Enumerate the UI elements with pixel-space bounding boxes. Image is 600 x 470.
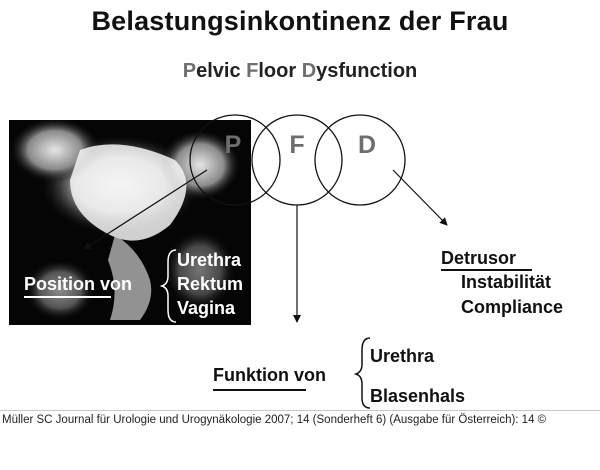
circle-d-label: D	[358, 131, 376, 159]
funktion-item-blasenhals: Blasenhals	[370, 386, 465, 406]
subtitle-word-p: elvic	[196, 60, 247, 82]
slide: Belastungsinkontinenz der Frau Pelvic Fl…	[0, 6, 600, 409]
position-item-vagina: Vagina	[177, 298, 236, 318]
subtitle-initial-d: D	[301, 60, 317, 82]
arrow-to-detrusor	[392, 169, 448, 226]
circle-d	[314, 114, 406, 206]
subtitle-initial-f: F	[246, 60, 259, 82]
citation: Müller SC Journal für Urologie und Urogy…	[2, 414, 547, 426]
detrusor-item-compliance: Compliance	[461, 297, 563, 317]
arrow-to-position	[83, 169, 208, 250]
funktion-label: Funktion von	[213, 365, 326, 385]
pfd-diagram: P F D Position von Urethra Rektum Vagina…	[9, 114, 563, 409]
circle-f-label: F	[289, 131, 304, 159]
footer: Müller SC Journal für Urologie und Urogy…	[0, 410, 600, 470]
subtitle-initial-p: P	[182, 60, 197, 82]
position-item-urethra: Urethra	[177, 250, 242, 270]
circle-p	[189, 114, 281, 206]
footer-divider	[0, 410, 600, 411]
position-brace	[159, 249, 177, 323]
subtitle-word-d: ysfunction	[316, 60, 418, 82]
position-item-rektum: Rektum	[177, 274, 243, 294]
funktion-brace	[353, 337, 371, 409]
subtitle-word-f: loor	[258, 60, 302, 82]
circle-p-label: P	[225, 131, 242, 159]
slide-title: Belastungsinkontinenz der Frau	[91, 6, 509, 36]
position-label: Position von	[24, 274, 132, 294]
detrusor-item-instabilitaet: Instabilität	[461, 272, 551, 292]
detrusor-label: Detrusor	[441, 248, 516, 268]
funktion-item-urethra: Urethra	[370, 346, 435, 366]
slide-subtitle: Pelvic Floor Dysfunction	[0, 60, 600, 83]
xray-image	[9, 120, 251, 325]
